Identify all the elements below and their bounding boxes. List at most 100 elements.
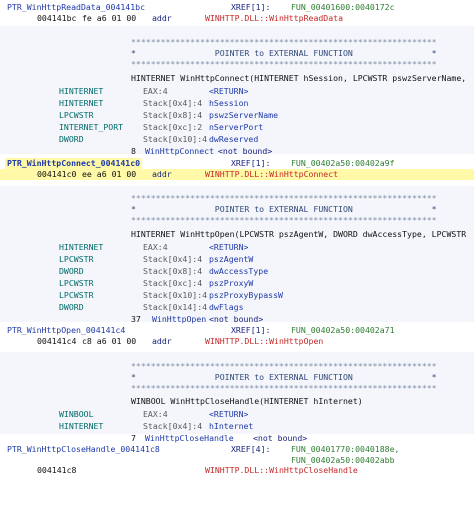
param-type: HINTERNET [59, 98, 104, 108]
param-row[interactable]: DWORD Stack[0x8]:4 dwAccessType [0, 266, 474, 277]
thunk-name[interactable]: WinHttpOpen [152, 314, 207, 324]
bytes: fe a6 01 00 [82, 13, 137, 23]
param-row[interactable]: LPCWSTR Stack[0xc]:4 pszProxyW [0, 278, 474, 289]
comment-stars-row: ****************************************… [0, 215, 474, 226]
param-row[interactable]: DWORD Stack[0x10]:4 dwReserved [0, 134, 474, 145]
param-name[interactable]: pszAgentW [209, 254, 254, 264]
data-row-selected[interactable]: 004141c0 ee a6 01 00 addr WINHTTP.DLL::W… [0, 169, 474, 180]
param-storage: Stack[0x14]:4 [143, 302, 208, 312]
operand[interactable]: WINHTTP.DLL::WinHttpConnect [205, 169, 339, 179]
param-row[interactable]: HINTERNET EAX:4 <RETURN> [0, 242, 474, 253]
label-row[interactable]: PTR_WinHttpCloseHandle_004141c8 XREF[4]:… [0, 444, 474, 455]
comment-banner-row: * POINTER to EXTERNAL FUNCTION * [0, 372, 474, 383]
comment-stars: ****************************************… [131, 215, 437, 225]
address[interactable]: 004141bc [37, 13, 77, 23]
function-signature-row[interactable]: HINTERNET WinHttpConnect(HINTERNET hSess… [0, 73, 474, 84]
function-panel-connect [0, 26, 474, 154]
param-name[interactable]: dwReserved [209, 134, 259, 144]
param-type: HINTERNET [59, 421, 104, 431]
param-row[interactable]: LPCWSTR Stack[0x10]:4 pszProxyBypassW [0, 290, 474, 301]
param-row[interactable]: HINTERNET Stack[0x4]:4 hInternet [0, 421, 474, 432]
param-type: LPCWSTR [59, 110, 94, 120]
param-type: LPCWSTR [59, 278, 94, 288]
param-row[interactable]: HINTERNET EAX:4 <RETURN> [0, 86, 474, 97]
data-row[interactable]: 004141bc fe a6 01 00 addr WINHTTP.DLL::W… [0, 13, 474, 24]
param-name[interactable]: pswzServerName [209, 110, 279, 120]
comment-banner: * POINTER to EXTERNAL FUNCTION * [131, 48, 437, 58]
address[interactable]: 004141c0 [37, 169, 77, 179]
param-row[interactable]: DWORD Stack[0x14]:4 dwFlags [0, 302, 474, 313]
thunk-row[interactable]: 37 WinHttpOpen <not bound> [0, 314, 474, 325]
param-row[interactable]: HINTERNET Stack[0x4]:4 hSession [0, 98, 474, 109]
bound-status: <not bound> [253, 433, 308, 443]
param-storage: EAX:4 [143, 242, 168, 252]
param-row[interactable]: LPCWSTR Stack[0x4]:4 pszAgentW [0, 254, 474, 265]
label-ptr[interactable]: PTR_WinHttpOpen_004141c4 [7, 325, 126, 335]
param-name[interactable]: dwAccessType [209, 266, 269, 276]
param-row[interactable]: INTERNET_PORT Stack[0xc]:2 nServerPort [0, 122, 474, 133]
param-row[interactable]: LPCWSTR Stack[0x8]:4 pswzServerName [0, 110, 474, 121]
mnemonic: addr [152, 336, 172, 346]
param-name[interactable]: pszProxyBypassW [209, 290, 283, 300]
param-name[interactable]: <RETURN> [209, 409, 249, 419]
data-row[interactable]: 004141c8 WINHTTP.DLL::WinHttpCloseHandle [0, 465, 474, 476]
comment-stars: ****************************************… [131, 59, 437, 69]
function-signature[interactable]: HINTERNET WinHttpConnect(HINTERNET hSess… [131, 73, 467, 83]
comment-banner-row: * POINTER to EXTERNAL FUNCTION * [0, 48, 474, 59]
xref-label: XREF[1]: [231, 325, 271, 335]
ordinal: 37 [131, 314, 141, 324]
param-type: HINTERNET [59, 86, 104, 96]
param-name[interactable]: <RETURN> [209, 242, 249, 252]
label-row[interactable]: PTR_WinHttpConnect_004141c0 XREF[1]: FUN… [0, 158, 474, 169]
param-name[interactable]: pszProxyW [209, 278, 254, 288]
comment-banner: * POINTER to EXTERNAL FUNCTION * [131, 372, 437, 382]
data-row[interactable]: 004141c4 c8 a6 01 00 addr WINHTTP.DLL::W… [0, 336, 474, 347]
mnemonic: addr [152, 13, 172, 23]
operand[interactable]: WINHTTP.DLL::WinHttpOpen [205, 336, 324, 346]
xref-target[interactable]: FUN_00401770:0040188e, [291, 444, 400, 454]
disassembly-listing[interactable]: PTR_WinHttpReadData_004141bc XREF[1]: FU… [0, 0, 474, 475]
function-signature[interactable]: WINBOOL WinHttpCloseHandle(HINTERNET hIn… [131, 396, 363, 406]
thunk-name[interactable]: WinHttpCloseHandle [145, 433, 234, 443]
label-ptr[interactable]: PTR_WinHttpCloseHandle_004141c8 [7, 444, 160, 454]
param-name[interactable]: dwFlags [209, 302, 244, 312]
function-signature-row[interactable]: WINBOOL WinHttpCloseHandle(HINTERNET hIn… [0, 396, 474, 407]
param-type: LPCWSTR [59, 254, 94, 264]
label-ptr-selected[interactable]: PTR_WinHttpConnect_004141c0 [5, 158, 143, 169]
operand[interactable]: WINHTTP.DLL::WinHttpReadData [205, 13, 344, 23]
param-name[interactable]: <RETURN> [209, 86, 249, 96]
label-ptr[interactable]: PTR_WinHttpReadData_004141bc [7, 2, 146, 12]
param-name[interactable]: hSession [209, 98, 249, 108]
xref-target[interactable]: FUN_00401600:0040172c [291, 2, 395, 12]
xref-target[interactable]: FUN_00402a50:00402a71 [291, 325, 395, 335]
address[interactable]: 004141c4 [37, 336, 77, 346]
function-signature[interactable]: HINTERNET WinHttpOpen(LPCWSTR pszAgentW,… [131, 229, 467, 239]
label-row[interactable]: PTR_WinHttpOpen_004141c4 XREF[1]: FUN_00… [0, 325, 474, 336]
label-row[interactable]: PTR_WinHttpReadData_004141bc XREF[1]: FU… [0, 2, 474, 13]
function-signature-row[interactable]: HINTERNET WinHttpOpen(LPCWSTR pszAgentW,… [0, 229, 474, 240]
bound-status: <not bound> [209, 314, 264, 324]
param-name[interactable]: hInternet [209, 421, 254, 431]
address[interactable]: 004141c8 [37, 465, 77, 475]
thunk-name[interactable]: WinHttpConnect [145, 146, 215, 156]
xref-continuation-row[interactable]: FUN_00402a50:00402abb [0, 455, 474, 466]
thunk-row[interactable]: 7 WinHttpCloseHandle <not bound> [0, 433, 474, 444]
comment-stars: ****************************************… [131, 193, 437, 203]
param-storage: Stack[0x4]:4 [143, 98, 203, 108]
xref-target-extra[interactable]: FUN_00402a50:00402abb [291, 455, 395, 465]
thunk-row[interactable]: 8 WinHttpConnect <not bound> [0, 146, 474, 157]
param-storage: Stack[0xc]:2 [143, 122, 203, 132]
function-panel-open [0, 186, 474, 322]
param-row[interactable]: WINBOOL EAX:4 <RETURN> [0, 409, 474, 420]
xref-label: XREF[4]: [231, 444, 271, 454]
param-storage: EAX:4 [143, 409, 168, 419]
param-storage: EAX:4 [143, 86, 168, 96]
param-storage: Stack[0x8]:4 [143, 110, 203, 120]
bound-status: <not bound> [218, 146, 273, 156]
param-name[interactable]: nServerPort [209, 122, 264, 132]
param-type: LPCWSTR [59, 290, 94, 300]
param-type: HINTERNET [59, 242, 104, 252]
comment-stars-row: ****************************************… [0, 383, 474, 394]
operand[interactable]: WINHTTP.DLL::WinHttpCloseHandle [205, 465, 358, 475]
xref-target[interactable]: FUN_00402a50:00402a9f [291, 158, 395, 168]
